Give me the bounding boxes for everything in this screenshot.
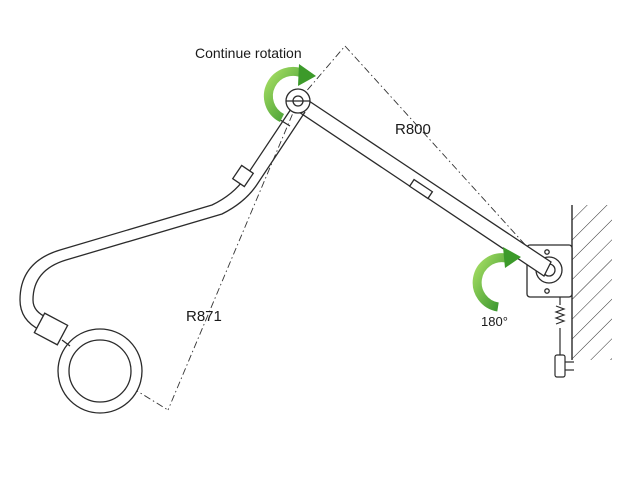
power-cable xyxy=(554,297,574,378)
continue-rotation-label: Continue rotation xyxy=(195,45,302,61)
radius-arm-label: R800 xyxy=(395,121,431,138)
wall xyxy=(571,205,612,360)
lamp-head xyxy=(57,328,143,414)
rotation-arrow-pivot-icon xyxy=(263,64,316,123)
pivot-joint xyxy=(285,88,311,114)
wall-rotation-label: 180° xyxy=(481,314,508,329)
gooseneck-arm xyxy=(19,105,306,346)
radius-total-label: R871 xyxy=(186,308,222,325)
rotation-arrow-wall-icon xyxy=(472,247,521,312)
